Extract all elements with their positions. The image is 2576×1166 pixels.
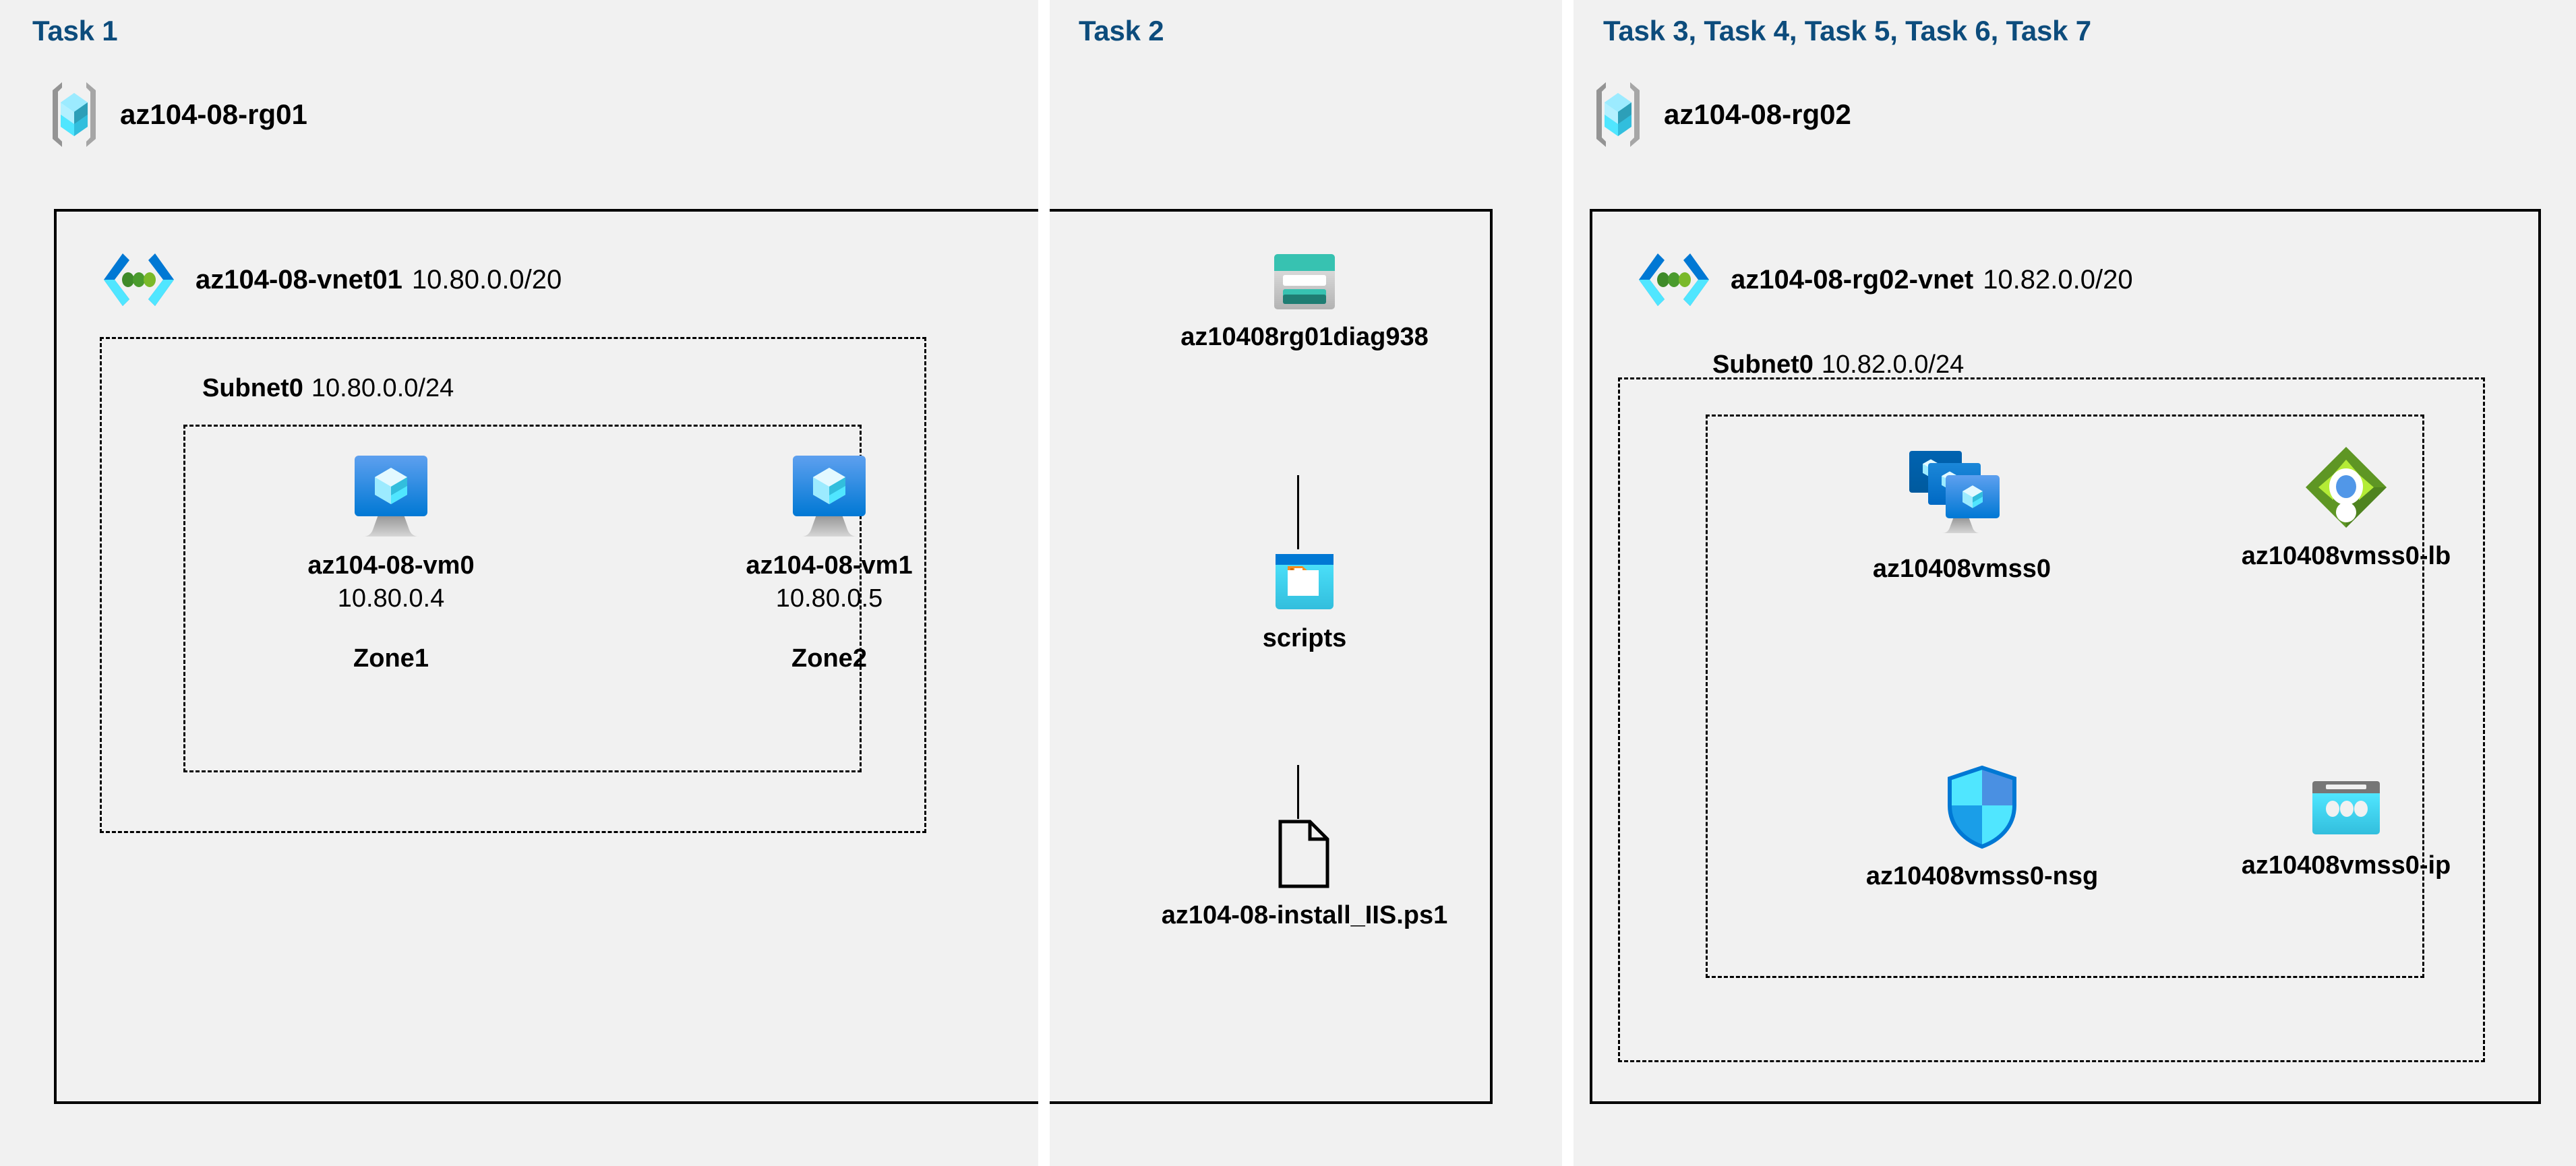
panel-task-3 bbox=[1574, 0, 2576, 1166]
subnet-cidr: 10.80.0.0/24 bbox=[311, 374, 454, 402]
network-security-group-name: az10408vmss0-nsg bbox=[1865, 862, 2099, 890]
load-balancer-icon bbox=[2304, 445, 2389, 530]
vm1-name: az104-08-vm1 bbox=[746, 551, 913, 580]
vnet-label-vnet02: az104-08-rg02-vnet bbox=[1731, 264, 1974, 295]
node-vm1: az104-08-vm1 10.80.0.5 Zone2 bbox=[721, 452, 937, 673]
blob-container-name: scripts bbox=[1262, 624, 1347, 652]
vm0-zone: Zone1 bbox=[353, 644, 429, 673]
connector-scripts-to-file bbox=[1297, 765, 1299, 819]
file-icon bbox=[1276, 819, 1333, 889]
task-3-heading: Task 3, Task 4, Task 5, Task 6, Task 7 bbox=[1603, 15, 2091, 47]
task-1-heading: Task 1 bbox=[32, 15, 118, 47]
storage-account-icon bbox=[1271, 253, 1338, 311]
subnet-label-subnet0-vnet01: Subnet0 10.80.0.0/24 bbox=[202, 374, 454, 403]
vmss-resources-boundary bbox=[1706, 415, 2424, 978]
vnet-boundary-vnet02 bbox=[1590, 209, 2541, 1104]
resource-group-icon bbox=[1591, 80, 1645, 150]
blob-container-icon bbox=[1273, 553, 1336, 612]
public-ip-address-name: az10408vmss0-ip bbox=[2241, 851, 2451, 880]
script-file-name: az104-08-install_IIS.ps1 bbox=[1161, 901, 1448, 929]
subnet-boundary-subnet0-vnet01 bbox=[100, 337, 926, 833]
panel-gutter-left bbox=[1038, 0, 1050, 1166]
node-vm0: az104-08-vm0 10.80.0.4 Zone1 bbox=[283, 452, 499, 673]
vnet-cidr-vnet02: 10.82.0.0/20 bbox=[1983, 264, 2133, 295]
node-blob-container: scripts bbox=[1207, 553, 1402, 653]
virtual-machine-icon bbox=[340, 452, 442, 539]
vnet-row-vnet02: az104-08-rg02-vnet 10.82.0.0/20 bbox=[1635, 249, 2133, 310]
node-network-security-group: az10408vmss0-nsg bbox=[1840, 765, 2124, 891]
vm0-name: az104-08-vm0 bbox=[307, 551, 475, 580]
storage-account-name: az10408rg01diag938 bbox=[1180, 323, 1429, 351]
virtual-network-icon bbox=[1635, 249, 1713, 310]
vm0-ip: 10.80.0.4 bbox=[337, 584, 445, 613]
node-script-file: az104-08-install_IIS.ps1 bbox=[1162, 819, 1447, 930]
node-load-balancer: az10408vmss0-lb bbox=[2205, 445, 2488, 571]
vnet-boundary-vnet01 bbox=[54, 209, 1493, 1104]
panel-gutter-right bbox=[1562, 0, 1574, 1166]
node-vm-scale-set: az10408vmss0 bbox=[1820, 448, 2103, 584]
connector-storage-to-scripts bbox=[1297, 475, 1299, 549]
task-2-heading: Task 2 bbox=[1079, 15, 1164, 47]
subnet-name: Subnet0 bbox=[1712, 350, 1814, 379]
resource-group-label-rg01: az104-08-rg01 bbox=[120, 98, 307, 130]
vnet-label-vnet01: az104-08-vnet01 bbox=[196, 264, 402, 295]
vm1-ip: 10.80.0.5 bbox=[775, 584, 883, 613]
subnet-name: Subnet0 bbox=[202, 374, 303, 402]
node-storage-account: az10408rg01diag938 bbox=[1180, 253, 1429, 352]
network-security-group-icon bbox=[1945, 765, 2019, 850]
subnet-cidr: 10.82.0.0/24 bbox=[1821, 350, 1965, 379]
vm1-zone: Zone2 bbox=[791, 644, 867, 673]
node-public-ip-address: az10408vmss0-ip bbox=[2205, 778, 2488, 880]
public-ip-address-icon bbox=[2308, 778, 2384, 839]
resource-group-row-rg02: az104-08-rg02 bbox=[1591, 80, 1851, 150]
panel-task-1 bbox=[0, 0, 1038, 1166]
vnet-row-vnet01: az104-08-vnet01 10.80.0.0/20 bbox=[100, 249, 562, 310]
vm-scale-set-icon bbox=[1908, 448, 2016, 543]
vnet-cidr-vnet01: 10.80.0.0/20 bbox=[411, 264, 562, 295]
virtual-network-icon bbox=[100, 249, 178, 310]
subnet-boundary-subnet0-vnet02 bbox=[1618, 377, 2485, 1062]
resource-group-label-rg02: az104-08-rg02 bbox=[1664, 98, 1851, 130]
virtual-machine-icon bbox=[779, 452, 880, 539]
load-balancer-name: az10408vmss0-lb bbox=[2241, 542, 2451, 570]
vm-scale-set-name: az10408vmss0 bbox=[1872, 555, 2051, 583]
availability-zone-group-boundary bbox=[183, 425, 862, 772]
resource-group-icon bbox=[47, 80, 101, 150]
resource-group-row-rg01: az104-08-rg01 bbox=[47, 80, 307, 150]
